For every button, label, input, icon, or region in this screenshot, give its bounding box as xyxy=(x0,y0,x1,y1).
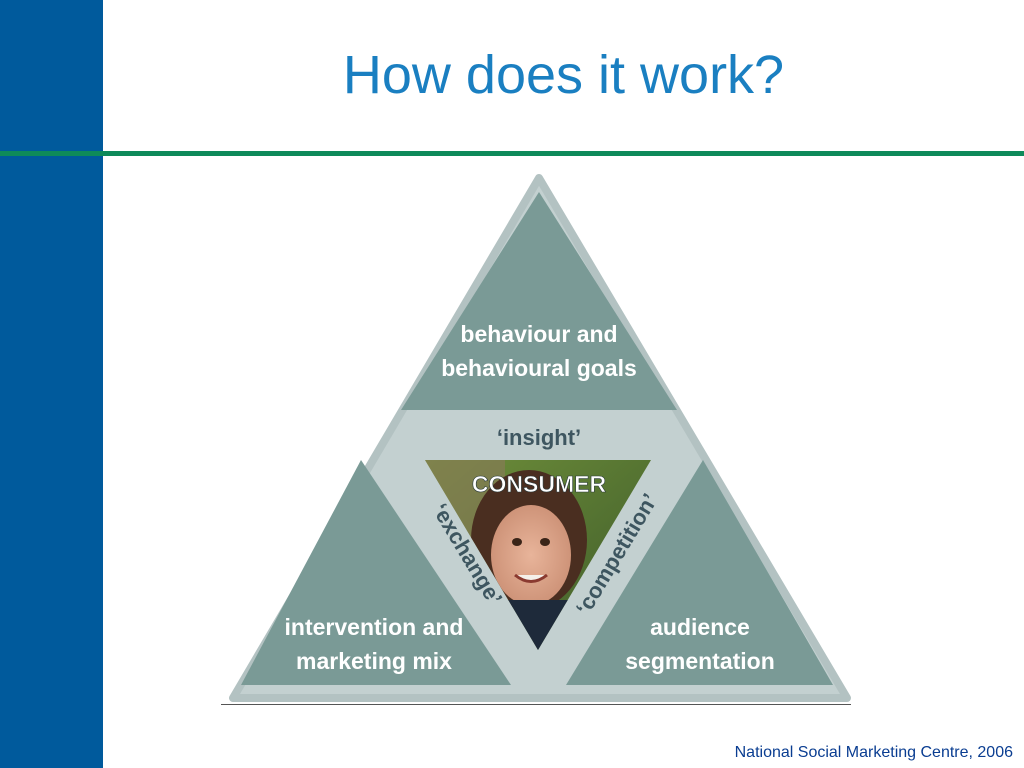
slide-title: How does it work? xyxy=(342,45,785,105)
left-box-line2: marketing mix xyxy=(296,648,452,674)
top-box-line1: behaviour and xyxy=(460,321,617,347)
consumer-label: CONSUMER xyxy=(472,471,607,497)
diagram-baseline xyxy=(221,704,851,705)
left-box-line1: intervention and xyxy=(285,614,464,640)
top-inner-triangle xyxy=(401,192,677,410)
social-marketing-triangle-diagram: behaviour and behavioural goals ‘insight… xyxy=(221,170,851,710)
title-divider xyxy=(0,151,1024,156)
right-box-line1: audience xyxy=(650,614,750,640)
right-inner-triangle xyxy=(566,460,833,685)
left-inner-triangle xyxy=(241,460,511,685)
top-box-line2: behavioural goals xyxy=(441,355,637,381)
insight-label: ‘insight’ xyxy=(497,425,581,450)
right-box-line2: segmentation xyxy=(625,648,775,674)
footer-credit: National Social Marketing Centre, 2006 xyxy=(734,744,1013,761)
sidebar-band xyxy=(0,0,103,768)
